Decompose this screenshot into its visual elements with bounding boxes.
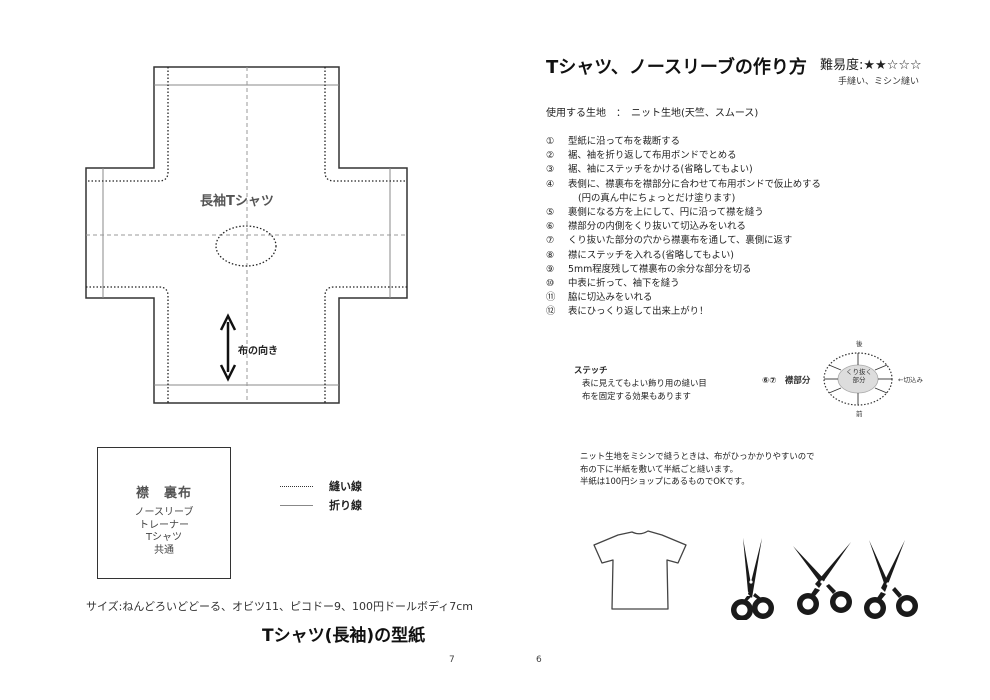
collar-cut-label: ←切込み [898, 376, 923, 384]
scissors-icon [793, 542, 852, 615]
scissors-icon [864, 540, 918, 619]
tshirt-icon [593, 530, 687, 610]
stitch-note: ステッチ 表に見えてもよい飾り用の縫い目 布を固定する効果もあります [574, 365, 707, 401]
dotted-line-icon [280, 485, 313, 487]
fabric-info: 使用する生地 ： ニット生地(天竺、スムース) [546, 108, 759, 119]
sewing-tip: ニット生地をミシンで縫うときは、布がひっかかりやすいので 布の下に半紙を敷いて半… [580, 451, 815, 486]
collar-back-label: 後 [856, 340, 863, 348]
page-number-right: 6 [536, 655, 542, 665]
instructions-title: Tシャツ、ノースリーブの作り方 [546, 57, 807, 78]
collar-lining-title: 襟 裏布 [135, 486, 193, 501]
pattern-page-title: Tシャツ(長袖)の型紙 [262, 626, 426, 646]
tshirt-pattern-drawing [85, 66, 408, 404]
sewing-methods: 手縫い、ミシン縫い [838, 77, 920, 87]
pattern-label: 長袖Tシャツ [200, 194, 274, 209]
collar-front-label: 前 [856, 410, 863, 418]
legend-seam-line: 縫い線 [280, 478, 362, 494]
size-info: サイズ:ねんどろいどどーる、オビツ11、ピコドー9、100円ドールボディ7cm [86, 600, 474, 613]
star-filled-icon: ★★ [863, 58, 887, 73]
star-empty-icon: ☆☆☆ [886, 58, 922, 73]
illustrations [593, 530, 918, 620]
step-item-continuation: (円の真ん中にちょっとだけ塗ります) [578, 192, 736, 204]
grain-direction-label: 布の向き [238, 346, 278, 357]
collar-diagram-label: ⑥⑦ 襟部分 [762, 376, 811, 386]
collar-lining-pattern: 襟 裏布 ノースリーブ トレーナー Tシャツ 共通 [97, 447, 231, 579]
legend-fold-line: 折り線 [280, 497, 362, 513]
collar-lining-usage: ノースリーブ トレーナー Tシャツ 共通 [134, 507, 194, 556]
solid-line-icon [280, 504, 313, 506]
scissors-icon [731, 538, 774, 620]
collar-diagram [823, 352, 893, 406]
collar-cutout-label: くり抜く 部分 [846, 368, 872, 384]
page-number-left: 7 [449, 655, 455, 665]
difficulty-rating: 難易度:★★☆☆☆ [820, 58, 922, 73]
